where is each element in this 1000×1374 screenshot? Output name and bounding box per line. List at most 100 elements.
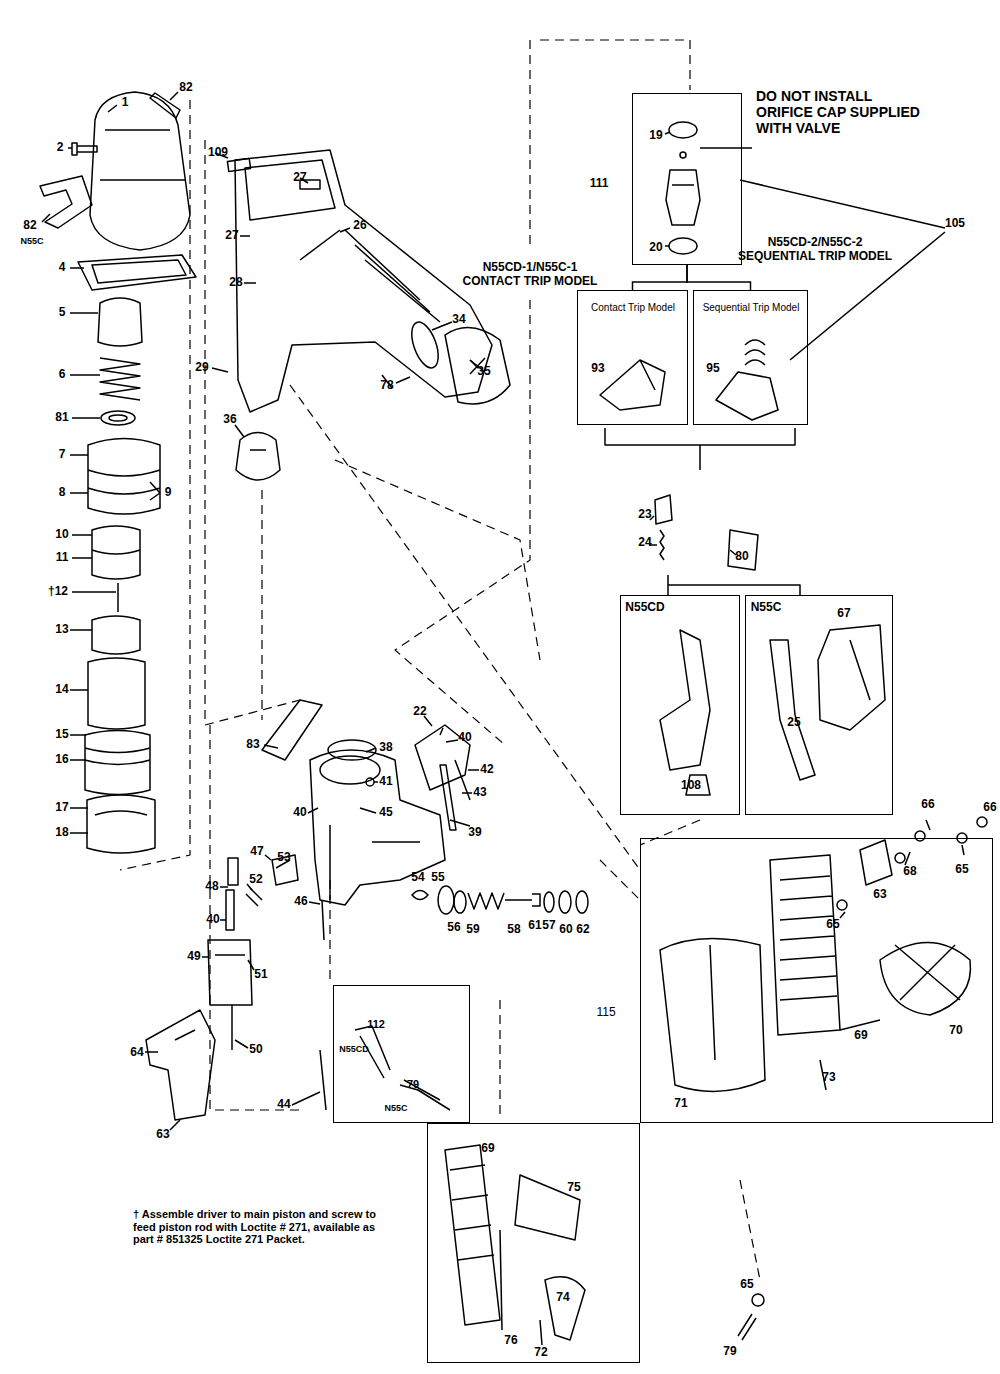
callout-number: 35 <box>477 365 490 379</box>
callout-number: 52 <box>249 873 262 887</box>
callout-number: 69 <box>481 1142 494 1156</box>
callout-number: 69 <box>854 1029 867 1043</box>
callout-number: 93 <box>591 362 604 376</box>
inset-title: N55CD <box>625 601 664 615</box>
callout-number: 45 <box>379 806 392 820</box>
callout-number: 47 <box>250 845 263 859</box>
callout-number: 56 <box>447 921 460 935</box>
callout-number: 81 <box>55 411 68 425</box>
callout-number: 61 <box>528 919 541 933</box>
callout-number: 42 <box>480 763 493 777</box>
inset-box: 1111920 <box>632 93 742 265</box>
callout-number: 48 <box>205 880 218 894</box>
callout-number: 109 <box>208 146 228 160</box>
callout-number: 80 <box>735 550 748 564</box>
callout-number: 22 <box>413 705 426 719</box>
callout-number: 10 <box>55 528 68 542</box>
callout-number: 58 <box>507 923 520 937</box>
callout-number: 20 <box>649 241 662 255</box>
inset-title: Sequential Trip Model <box>703 302 800 314</box>
callout-number: 55 <box>431 871 444 885</box>
callout-number: N55C <box>384 1103 407 1113</box>
callout-number: 50 <box>249 1043 262 1057</box>
callout-number: 53 <box>277 851 290 865</box>
callout-number: 75 <box>567 1181 580 1195</box>
callout-number: 46 <box>294 895 307 909</box>
callout-number: 2 <box>57 141 64 155</box>
callout-number: 7 <box>59 448 66 462</box>
callout-number: 74 <box>556 1291 569 1305</box>
callout-number: 6 <box>59 368 66 382</box>
callout-number: 65 <box>740 1278 753 1292</box>
callout-number: 9 <box>165 486 172 500</box>
callout-number: 54 <box>411 871 424 885</box>
callout-number: 63 <box>873 888 886 902</box>
callout-number: 18 <box>55 826 68 840</box>
inset-box: 69 75 74 76 72 <box>427 1123 640 1363</box>
callout-number: 4 <box>59 261 66 275</box>
callout-number: 70 <box>949 1024 962 1038</box>
bracket-connector <box>633 265 688 290</box>
callout-number: 108 <box>681 779 701 793</box>
callout-number: 115 <box>596 1006 615 1020</box>
callout-number: 40 <box>458 731 471 745</box>
bracket-connector <box>687 265 751 290</box>
callout-number: 15 <box>55 728 68 742</box>
inset-box: N55CD 108 <box>620 595 740 815</box>
callout-number: 43 <box>473 786 486 800</box>
callout-number: 44 <box>277 1098 290 1112</box>
callout-number: 57 <box>542 919 555 933</box>
callout-number: 76 <box>504 1334 517 1348</box>
callout-number: 38 <box>379 741 392 755</box>
callout-number: 95 <box>706 362 719 376</box>
callout-number: 49 <box>187 950 200 964</box>
callout-number: 13 <box>55 623 68 637</box>
callout-number: 112 <box>367 1018 385 1031</box>
note-text: N55CD-1/N55C-1 CONTACT TRIP MODEL <box>455 261 605 289</box>
callout-number: 73 <box>822 1071 835 1085</box>
inset-box: 112N55CD 79N55C <box>333 985 470 1123</box>
callout-number: 27 <box>293 171 306 185</box>
callout-number: 11 <box>56 551 69 565</box>
inset-box: Contact Trip Model93 <box>577 290 688 425</box>
callout-number: N55CD <box>339 1044 369 1054</box>
callout-number: 60 <box>559 923 572 937</box>
callout-number: 83 <box>246 738 259 752</box>
callout-number: 19 <box>649 129 662 143</box>
inset-box: 11569707173 <box>640 838 993 1123</box>
callout-number: 23 <box>638 508 651 522</box>
callout-number: 68 <box>903 865 916 879</box>
callout-number: 105 <box>945 217 965 231</box>
callout-number: 63 <box>156 1128 169 1142</box>
inset-box: N55C6725 <box>745 595 893 815</box>
callout-number: N55C <box>20 236 43 246</box>
callout-number: 1 <box>122 96 129 110</box>
callout-number: 8 <box>59 486 66 500</box>
callout-number: 24 <box>638 536 651 550</box>
callout-number: 17 <box>55 801 68 815</box>
callout-number: 14 <box>55 683 68 697</box>
note-text: † Assemble driver to main piston and scr… <box>133 1208 388 1246</box>
note-text: DO NOT INSTALL ORIFICE CAP SUPPLIED WITH… <box>756 88 931 136</box>
callout-number: 66 <box>983 801 996 815</box>
callout-number: 40 <box>293 806 306 820</box>
callout-number: 111 <box>590 177 609 191</box>
inset-box: Sequential Trip Model 95 <box>693 290 808 425</box>
callout-number: †12 <box>48 585 68 599</box>
callout-number: 79 <box>407 1078 419 1091</box>
callout-number: 59 <box>466 923 479 937</box>
callout-number: 82 <box>179 81 192 95</box>
callout-number: 41 <box>379 775 392 789</box>
callout-number: 28 <box>229 276 242 290</box>
callout-number: 72 <box>534 1346 547 1360</box>
callout-number: 29 <box>195 361 208 375</box>
callout-number: 67 <box>837 607 850 621</box>
callout-number: 82 <box>23 219 36 233</box>
callout-number: 71 <box>674 1097 687 1111</box>
callout-number: 27 <box>225 229 238 243</box>
callout-number: 51 <box>254 968 267 982</box>
callout-number: 39 <box>468 826 481 840</box>
callout-number: 40 <box>206 913 219 927</box>
